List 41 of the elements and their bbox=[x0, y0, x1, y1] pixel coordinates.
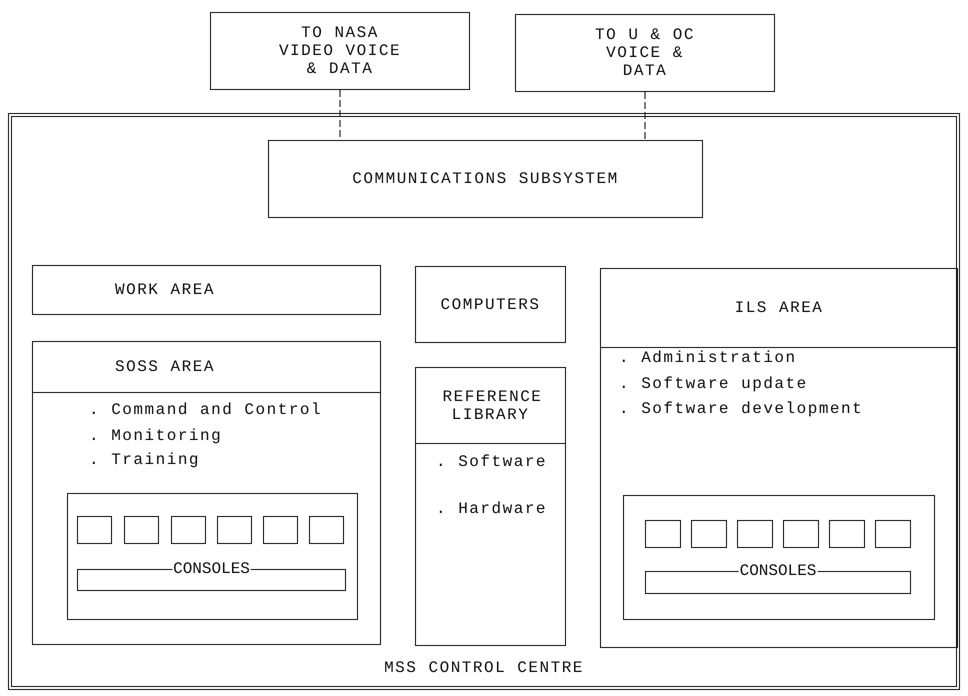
console-screen-box bbox=[217, 516, 252, 544]
area-box bbox=[415, 367, 566, 646]
area-heading: SOSS AREA bbox=[115, 358, 215, 376]
console-screen-box bbox=[645, 520, 681, 548]
console-panel bbox=[66, 492, 358, 620]
bullet-item: . Command and Control bbox=[89, 400, 322, 420]
console-screen-box bbox=[171, 516, 206, 544]
area-heading: ILS AREA bbox=[734, 299, 824, 317]
console-screen-box bbox=[77, 516, 112, 544]
block-box bbox=[268, 140, 703, 218]
bullet-item: . Software development bbox=[619, 399, 864, 419]
console-screen-box bbox=[263, 516, 298, 544]
block-label: COMMUNICATIONS SUBSYSTEM bbox=[352, 170, 619, 188]
block-label: WORK AREA bbox=[115, 281, 215, 299]
block-box bbox=[210, 12, 470, 90]
block-box bbox=[515, 14, 775, 92]
console-screen-box bbox=[691, 520, 727, 548]
block-box bbox=[415, 266, 566, 343]
console-screen-box bbox=[783, 520, 819, 548]
bullet-item: . Software bbox=[436, 452, 548, 472]
block-box bbox=[32, 265, 381, 315]
connector-line bbox=[644, 92, 646, 140]
bullet-item: . Hardware bbox=[436, 499, 548, 519]
block-label: TO U & OC VOICE & DATA bbox=[594, 26, 696, 80]
console-screen-box bbox=[829, 520, 865, 548]
console-panel bbox=[622, 494, 934, 620]
bullet-item: . Software update bbox=[619, 374, 808, 394]
area-box bbox=[32, 341, 381, 645]
block-label: TO NASA VIDEO VOICE & DATA bbox=[278, 24, 402, 78]
console-screen-box bbox=[737, 520, 773, 548]
area-heading: REFERENCE LIBRARY bbox=[442, 388, 538, 424]
bullet-item: . Monitoring bbox=[89, 426, 222, 446]
bullet-item: . Administration bbox=[619, 348, 797, 368]
console-screen-box bbox=[124, 516, 159, 544]
control-centre-frame bbox=[8, 113, 960, 690]
bullet-item: . Training bbox=[89, 450, 200, 470]
block-label: COMPUTERS bbox=[440, 296, 540, 314]
console-screen-box bbox=[309, 516, 344, 544]
console-screen-box bbox=[875, 520, 911, 548]
frame-title: MSS CONTROL CENTRE bbox=[383, 658, 585, 678]
area-box bbox=[600, 268, 958, 648]
